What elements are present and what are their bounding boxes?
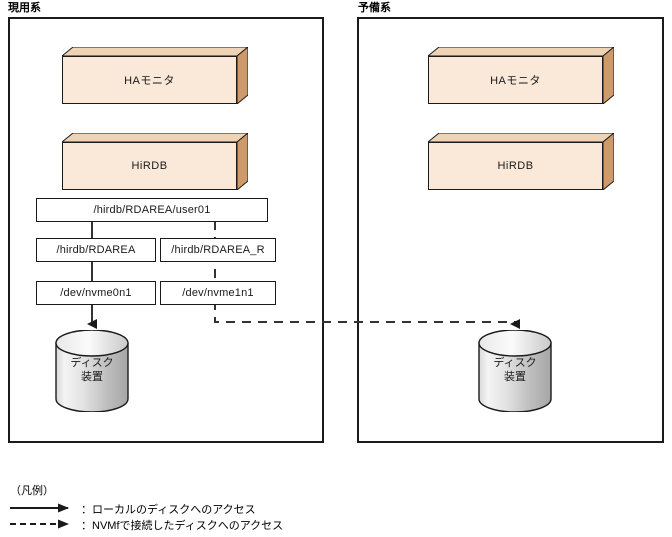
panel-active-system xyxy=(8,17,324,443)
system-label-active: 現用系 xyxy=(8,2,41,14)
disk-device-active: ディスク 装置 xyxy=(54,329,130,413)
system-label-standby: 予備系 xyxy=(358,2,391,14)
panel-standby-system xyxy=(357,17,664,443)
disk-device-standby: ディスク 装置 xyxy=(477,329,553,413)
pathbox-rdarea-remote: /hirdb/RDAREA_R xyxy=(160,238,276,262)
pathbox-rdarea-user01: /hirdb/RDAREA/user01 xyxy=(36,198,268,222)
pathbox-rdarea-local: /hirdb/RDAREA xyxy=(36,238,156,262)
line-nvmf-access xyxy=(214,221,520,329)
legend-title: （凡例） xyxy=(10,485,54,497)
pathbox-nvme1n1: /dev/nvme1n1 xyxy=(160,281,276,305)
legend-label-local-access: ：ローカルのディスクへのアクセス xyxy=(81,504,256,516)
component-hirdb-standby-label: HiRDB xyxy=(428,142,603,190)
component-ha-monitor-standby-label: HAモニタ xyxy=(428,56,603,104)
component-hirdb-active-label: HiRDB xyxy=(62,142,237,190)
component-ha-monitor-active-label: HAモニタ xyxy=(62,56,237,104)
legend-label-nvmf-access: ：NVMfで接続したディスクへのアクセス xyxy=(81,520,284,532)
pathbox-nvme0n1: /dev/nvme0n1 xyxy=(36,281,156,305)
